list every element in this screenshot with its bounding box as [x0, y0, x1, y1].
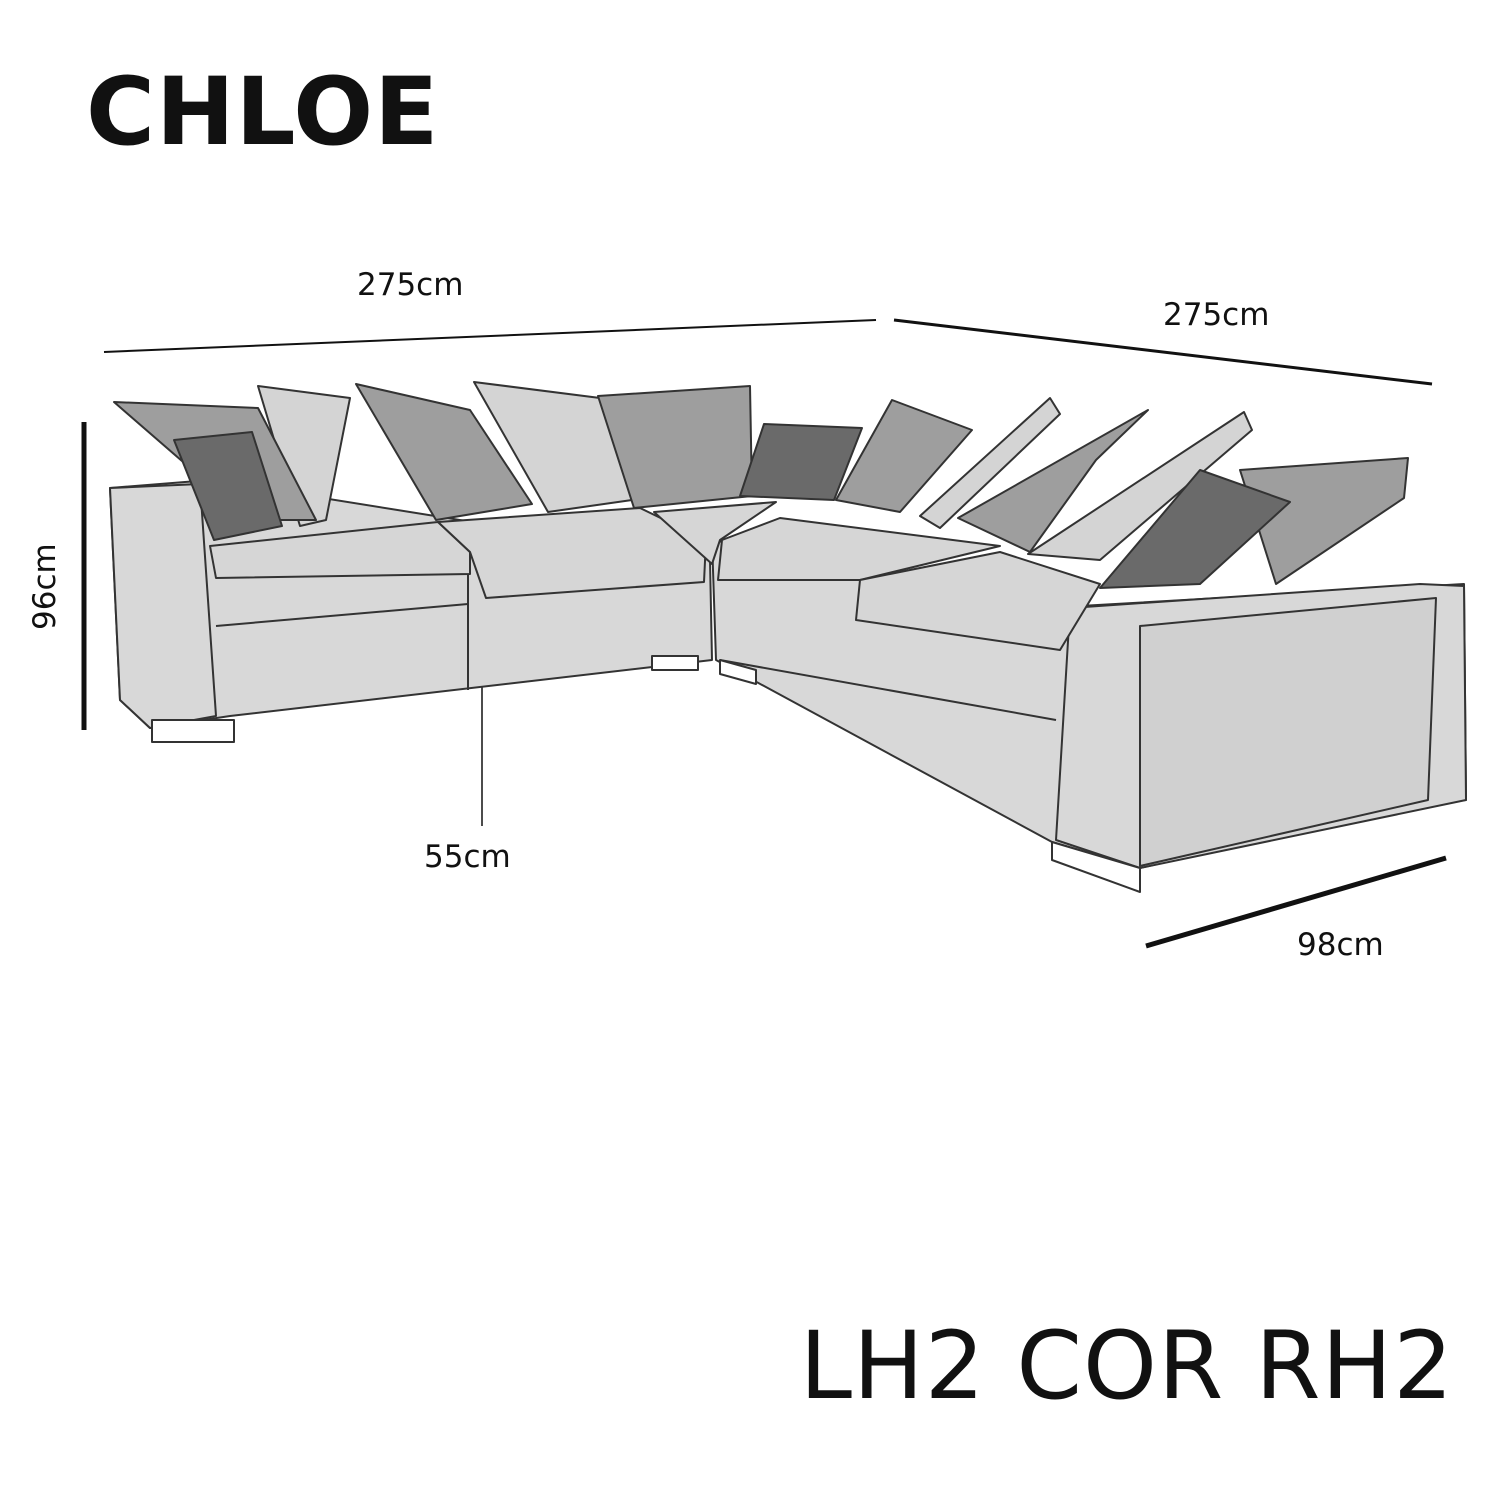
sofa-foot [719, 659, 757, 685]
seat-height-label: 55cm [424, 839, 511, 875]
sofa-foot [651, 655, 699, 671]
scatter-cushion [173, 431, 283, 541]
back-cushion [957, 409, 1149, 553]
configuration-code: LH2 COR RH2 [799, 1312, 1454, 1421]
sofa [109, 381, 1467, 893]
sofa-foot [151, 719, 235, 743]
width-right-dimension-line [893, 318, 1433, 386]
scatter-cushion [739, 423, 863, 501]
depth-label: 98cm [1297, 927, 1384, 963]
back-cushion [1027, 411, 1253, 561]
back-cushion [919, 397, 1061, 529]
seat-cushion [653, 501, 777, 565]
depth-dimension-line [1145, 855, 1447, 949]
back-cushion [355, 383, 533, 521]
width-right-label: 275cm [1163, 297, 1270, 333]
seat-cushion [437, 507, 707, 599]
dimension-lines [81, 318, 1447, 949]
left-armrest [109, 483, 217, 729]
seat-cushion [855, 551, 1101, 651]
scatter-cushion [1099, 469, 1291, 589]
sofa-foot [1051, 841, 1141, 893]
seat-cushion [209, 521, 471, 579]
seat-cushion [717, 517, 1001, 581]
product-name: CHLOE [86, 58, 440, 167]
back-cushion [1239, 457, 1409, 585]
back-cushion [835, 399, 973, 513]
height-label: 96cm [27, 543, 63, 630]
width-left-dimension-line [103, 319, 877, 353]
width-left-label: 275cm [357, 267, 464, 303]
